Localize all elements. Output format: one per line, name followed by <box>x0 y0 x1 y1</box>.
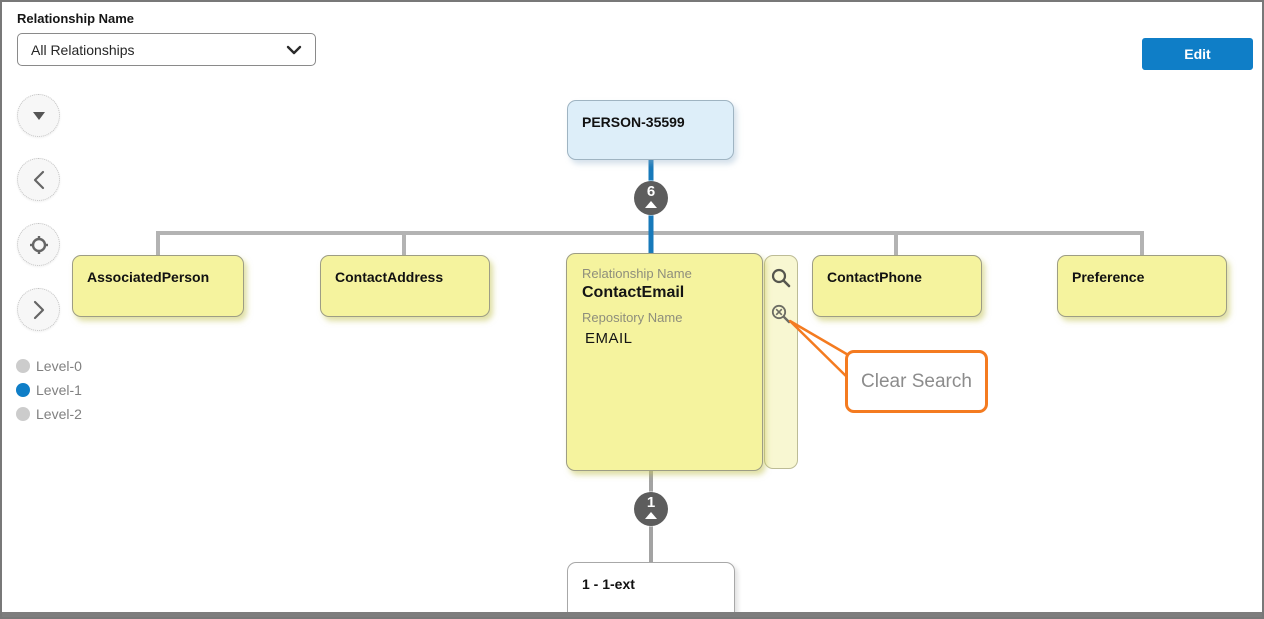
email-children-count-badge[interactable]: 1 <box>634 492 668 526</box>
clear-search-callout: Clear Search <box>845 350 988 413</box>
repository-name-field-label: Repository Name <box>582 310 683 325</box>
chevron-right-icon <box>32 300 46 320</box>
legend-item-level-0: Level-0 <box>16 356 82 376</box>
level-1-dot <box>16 383 30 397</box>
node-preference[interactable]: Preference <box>1057 255 1227 317</box>
pan-left-button[interactable] <box>17 158 60 201</box>
node-1-1-ext[interactable]: 1 - 1-ext <box>567 562 735 617</box>
chevron-down-icon <box>286 42 302 58</box>
callout-text: Clear Search <box>861 370 972 392</box>
node-label: Preference <box>1072 269 1145 285</box>
level-2-label: Level-2 <box>36 406 82 422</box>
node-associatedperson[interactable]: AssociatedPerson <box>72 255 244 317</box>
node-search-panel <box>764 255 798 469</box>
center-view-button[interactable] <box>17 223 60 266</box>
badge-count: 1 <box>646 494 656 511</box>
legend-item-level-2: Level-2 <box>16 404 82 424</box>
triangle-up-icon <box>645 512 657 519</box>
chevron-left-icon <box>32 170 46 190</box>
level-2-dot <box>16 407 30 421</box>
root-node-label: PERSON-35599 <box>582 114 685 130</box>
relationship-name-value: ContactEmail <box>582 284 685 301</box>
root-node-person[interactable]: PERSON-35599 <box>567 100 734 160</box>
node-label: 1 - 1-ext <box>582 576 635 592</box>
triangle-up-icon <box>645 201 657 208</box>
bottom-border-bar <box>2 612 1262 617</box>
locate-icon <box>28 234 50 256</box>
search-icon[interactable] <box>770 267 792 289</box>
node-contactphone[interactable]: ContactPhone <box>812 255 982 317</box>
level-1-label: Level-1 <box>36 382 82 398</box>
clear-search-icon[interactable] <box>770 303 792 325</box>
node-label: ContactAddress <box>335 269 444 285</box>
badge-count: 6 <box>646 183 656 200</box>
pan-right-button[interactable] <box>17 288 60 331</box>
node-contactaddress[interactable]: ContactAddress <box>320 255 490 317</box>
node-contactemail-expanded[interactable]: Relationship Name ContactEmail Repositor… <box>566 253 763 471</box>
root-children-count-badge[interactable]: 6 <box>634 181 668 215</box>
node-label: ContactPhone <box>827 269 922 285</box>
relationship-name-field-label: Relationship Name <box>582 266 692 281</box>
level-0-label: Level-0 <box>36 358 82 374</box>
edit-button[interactable]: Edit <box>1142 38 1253 70</box>
relationship-name-label: Relationship Name <box>17 11 135 26</box>
collapse-all-button[interactable] <box>17 94 60 137</box>
legend-item-level-1: Level-1 <box>16 380 82 400</box>
level-0-dot <box>16 359 30 373</box>
repository-name-value: EMAIL <box>585 330 633 347</box>
triangle-down-icon <box>31 110 47 122</box>
node-label: AssociatedPerson <box>87 269 210 285</box>
filter-selected-value: All Relationships <box>31 41 135 58</box>
relationship-filter-select[interactable]: All Relationships <box>17 33 316 66</box>
